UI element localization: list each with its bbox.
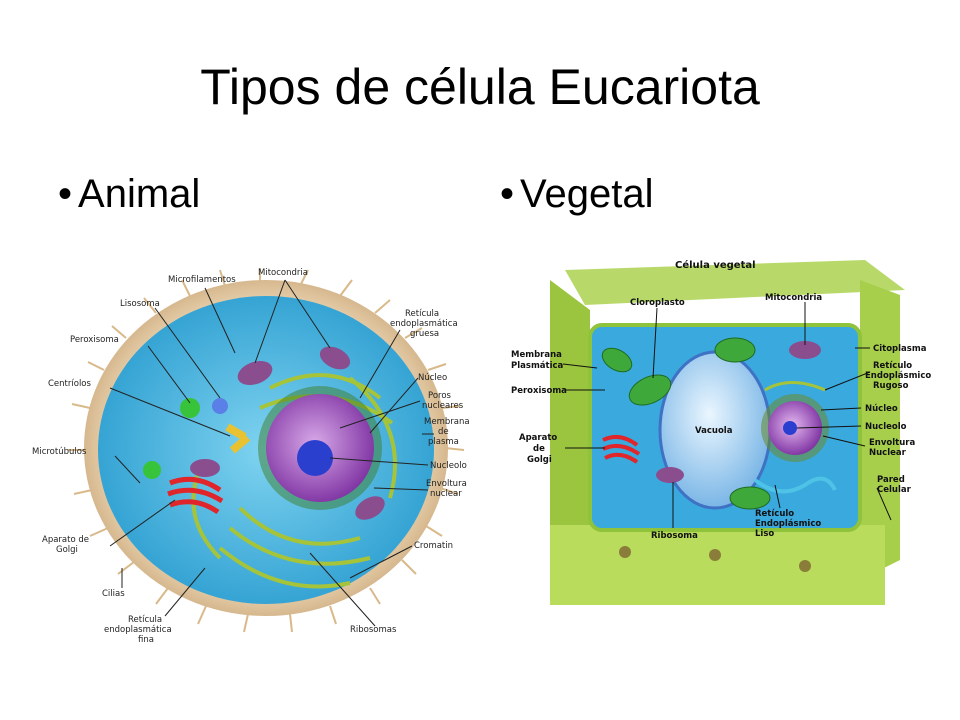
mitochondrion bbox=[237, 360, 273, 386]
cilia-ring bbox=[68, 268, 465, 633]
label-membrana-1: Membrana bbox=[424, 417, 470, 427]
label-title: Célula vegetal bbox=[675, 259, 756, 271]
label-citoplasma: Citoplasma bbox=[873, 344, 927, 354]
label-membrana-2: Plasmática bbox=[511, 361, 564, 371]
label-reticulo-rugoso-3: Rugoso bbox=[873, 381, 909, 391]
label-envoltura-1: Envoltura bbox=[869, 438, 915, 448]
label-envoltura-2: Nuclear bbox=[869, 448, 907, 458]
label-peroxisoma: Peroxisoma bbox=[70, 335, 119, 345]
mitochondrion bbox=[656, 467, 684, 483]
label-poros-2: nucleares bbox=[422, 401, 464, 411]
label-golgi-1: Aparato bbox=[519, 433, 557, 443]
golgi-apparatus bbox=[602, 434, 641, 464]
label-cilias: Cilias bbox=[102, 589, 125, 599]
plasma-membrane bbox=[588, 323, 862, 532]
label-nucleo: Núcleo bbox=[865, 404, 898, 414]
label-mitocondria: Mitocondria bbox=[258, 268, 308, 278]
bullet-vegetal-label: Vegetal bbox=[520, 172, 654, 216]
plasmodesmata bbox=[619, 546, 811, 572]
mitochondrion bbox=[190, 459, 220, 477]
label-reticulo-fina-1: Retícula bbox=[128, 615, 162, 625]
label-centriolos: Centríolos bbox=[48, 379, 92, 389]
label-reticulo-rugoso-2: Endoplásmico bbox=[865, 371, 931, 381]
label-golgi-2: Golgi bbox=[56, 545, 78, 555]
label-pared-1: Pared bbox=[877, 475, 905, 485]
label-nucleolo: Nucleolo bbox=[865, 422, 907, 432]
label-nucleo: Núcleo bbox=[418, 373, 447, 383]
label-pared-2: Celular bbox=[877, 485, 912, 495]
label-lisosoma: Lisosoma bbox=[120, 299, 160, 309]
label-poros-1: Poros bbox=[428, 391, 452, 401]
bullet-dot: • bbox=[500, 172, 515, 216]
label-ribosomas: Ribosomas bbox=[350, 625, 397, 635]
cell-wall-left bbox=[550, 280, 590, 580]
chloroplasts bbox=[601, 337, 771, 510]
mitochondrion bbox=[355, 496, 385, 520]
label-reticulo-liso-1: Retículo bbox=[755, 509, 794, 519]
label-ribosoma: Ribosoma bbox=[651, 531, 698, 541]
label-reticulo-gruesa-2: endoplasmática bbox=[390, 319, 458, 329]
label-microfilamentos: Microfilamentos bbox=[168, 275, 236, 285]
animal-cell-diagram: Microfilamentos Mitocondria Lisosoma Ret… bbox=[32, 268, 470, 645]
bullet-dot: • bbox=[58, 172, 73, 216]
animal-labels: Microfilamentos Mitocondria Lisosoma Ret… bbox=[32, 268, 470, 645]
centrioles bbox=[225, 423, 251, 454]
nucleolus bbox=[783, 421, 797, 435]
mitochondrion bbox=[319, 346, 351, 370]
label-envoltura-1: Envoltura bbox=[426, 479, 467, 489]
lysosome bbox=[212, 398, 228, 414]
label-reticulo-liso-3: Liso bbox=[755, 529, 774, 539]
label-nucleolo: Nucleolo bbox=[430, 461, 467, 471]
bullet-animal: •Animal bbox=[58, 172, 200, 217]
label-reticulo-fina-2: endoplasmática bbox=[104, 625, 172, 635]
golgi-apparatus bbox=[167, 476, 224, 515]
plant-labels: Célula vegetal Cloroplasto Mitocondria M… bbox=[511, 259, 931, 541]
leader-lines bbox=[562, 302, 892, 528]
rough-er bbox=[764, 381, 826, 392]
label-mitocondria: Mitocondria bbox=[765, 293, 822, 303]
label-golgi-2: de bbox=[533, 444, 545, 454]
label-vacuola: Vacuola bbox=[695, 426, 733, 436]
label-envoltura-2: nuclear bbox=[430, 489, 462, 499]
label-membrana-1: Membrana bbox=[511, 350, 562, 360]
label-membrana-3: plasma bbox=[428, 437, 459, 447]
plant-cell-diagram: Célula vegetal Cloroplasto Mitocondria M… bbox=[511, 259, 931, 605]
label-peroxisoma: Peroxisoma bbox=[511, 386, 567, 396]
leader-lines bbox=[109, 279, 434, 627]
label-golgi-1: Aparato de bbox=[42, 535, 89, 545]
smooth-er bbox=[753, 476, 837, 494]
bullet-animal-label: Animal bbox=[78, 172, 201, 216]
label-reticulo-rugoso-1: Retículo bbox=[873, 361, 912, 371]
mitochondrion bbox=[789, 341, 821, 359]
cell-wall-top bbox=[565, 260, 905, 305]
cell-wall-front bbox=[550, 525, 885, 605]
peroxisome bbox=[143, 461, 161, 479]
cell-wall-right bbox=[860, 280, 900, 580]
peroxisome bbox=[180, 398, 200, 418]
label-reticulo-gruesa-1: Retícula bbox=[405, 309, 439, 319]
label-reticulo-gruesa-3: gruesa bbox=[410, 329, 439, 339]
label-cloroplasto: Cloroplasto bbox=[630, 298, 685, 308]
label-cromatin: Cromatin bbox=[414, 541, 453, 551]
label-reticulo-fina-3: fina bbox=[138, 635, 154, 645]
label-membrana-2: de bbox=[438, 427, 449, 437]
slide-title: Tipos de célula Eucariota bbox=[200, 59, 760, 115]
label-reticulo-liso-2: Endoplásmico bbox=[755, 519, 821, 529]
label-golgi-3: Golgi bbox=[527, 455, 552, 465]
label-microtubulos: Microtúbulos bbox=[32, 447, 87, 457]
bullet-vegetal: •Vegetal bbox=[500, 172, 653, 217]
nucleolus bbox=[297, 440, 333, 476]
